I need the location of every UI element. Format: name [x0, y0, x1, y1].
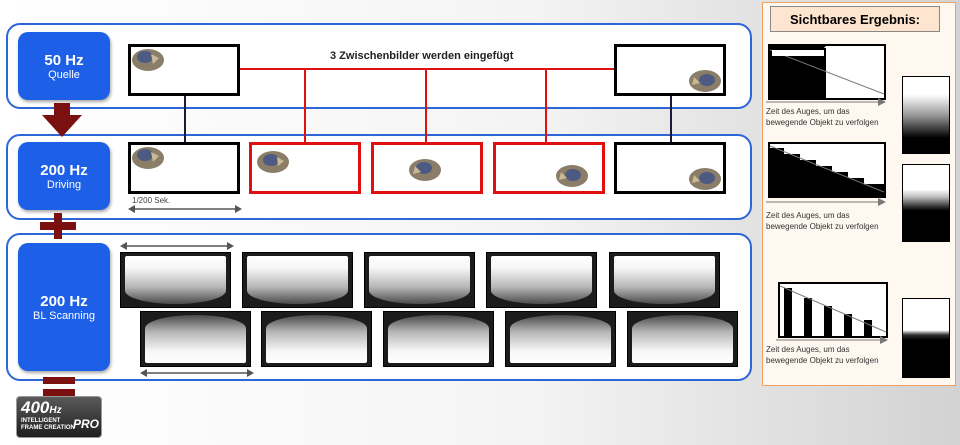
eye-caption-2: Zeit des Auges, um das bewegende Objekt … [766, 210, 879, 232]
logo-main: 400 [21, 398, 50, 417]
driving-frame-2 [249, 142, 361, 194]
logo-pro: PRO [73, 417, 100, 431]
time-arrow-icon [766, 98, 886, 106]
eye-caption-3: Zeit des Auges, um das bewegende Objekt … [766, 344, 879, 366]
label-driving-name: Driving [46, 178, 82, 191]
bl-panel-bottom-5 [627, 311, 738, 367]
globe-icon [556, 165, 588, 187]
double-arrow-icon [128, 205, 242, 213]
logo-unit: Hz [49, 405, 62, 416]
bl-panel-top-5 [609, 252, 720, 308]
result-strip-1 [902, 76, 950, 154]
period-label: 1/200 Sek. [132, 196, 171, 205]
bl-panel-top-2 [242, 252, 353, 308]
globe-icon [257, 151, 289, 173]
time-arrow-icon [776, 336, 888, 344]
result-graph-3 [778, 282, 888, 338]
eye-caption-1-line1: Zeit des Auges, um das [766, 107, 850, 116]
bl-panel-top-3 [364, 252, 475, 308]
label-driving: 200 Hz Driving [18, 142, 110, 210]
plus-icon [40, 213, 76, 239]
double-arrow-icon [120, 242, 234, 250]
bl-panel-bottom-1 [140, 311, 251, 367]
source-drop-left [184, 95, 186, 143]
label-driving-hz: 200 Hz [40, 161, 88, 179]
label-quelle-name: Quelle [48, 68, 80, 81]
label-bl-hz: 200 Hz [40, 292, 88, 310]
label-bl-name: BL Scanning [33, 309, 95, 322]
eye-caption-2-line1: Zeit des Auges, um das [766, 211, 850, 220]
result-graph-1 [768, 44, 886, 100]
result-graph-1-svg [769, 46, 885, 98]
bl-panel-bottom-4 [505, 311, 616, 367]
interp-drop-1 [304, 68, 306, 142]
globe-icon [132, 147, 164, 169]
globe-icon [689, 70, 721, 92]
bl-panel-bottom-3 [383, 311, 494, 367]
result-strip-2 [902, 164, 950, 242]
globe-icon [689, 168, 721, 190]
result-graph-2 [768, 142, 886, 198]
source-frame-2 [614, 44, 726, 96]
logo-sub2: FRAME CREATION [21, 425, 75, 431]
eye-caption-3-line2: bewegende Objekt zu verfolgen [766, 356, 879, 365]
label-quelle: 50 Hz Quelle [18, 32, 110, 100]
source-drop-right [670, 95, 672, 143]
eye-caption-2-line2: bewegende Objekt zu verfolgen [766, 222, 879, 231]
eye-caption-3-line1: Zeit des Auges, um das [766, 345, 850, 354]
eye-caption-1: Zeit des Auges, um das bewegende Objekt … [766, 106, 879, 128]
double-arrow-icon [140, 369, 254, 377]
eye-caption-1-line2: bewegende Objekt zu verfolgen [766, 118, 879, 127]
label-bl-scanning: 200 Hz BL Scanning [18, 243, 110, 371]
globe-icon [409, 159, 441, 181]
logo-400hz: 400Hz INTELLIGENT FRAME CREATION PRO [16, 396, 102, 438]
interp-line [238, 68, 616, 70]
globe-icon [132, 49, 164, 71]
down-arrow-icon [42, 103, 82, 137]
bl-panel-top-4 [486, 252, 597, 308]
label-quelle-hz: 50 Hz [44, 51, 84, 69]
interp-drop-2 [425, 68, 427, 142]
interp-drop-3 [545, 68, 547, 142]
bl-panel-bottom-2 [261, 311, 372, 367]
result-graph-3-svg [779, 285, 887, 336]
result-graph-2-svg [769, 145, 885, 196]
driving-frame-4 [493, 142, 605, 194]
equals-icon [43, 377, 75, 396]
result-title: Sichtbares Ergebnis: [770, 6, 940, 32]
interpolation-label: 3 Zwischenbilder werden eingefügt [330, 50, 514, 62]
logo-sub1: INTELLIGENT [21, 418, 61, 424]
driving-frame-5 [614, 142, 726, 194]
result-strip-3 [902, 298, 950, 378]
time-arrow-icon [766, 198, 886, 206]
bl-panel-top-1 [120, 252, 231, 308]
